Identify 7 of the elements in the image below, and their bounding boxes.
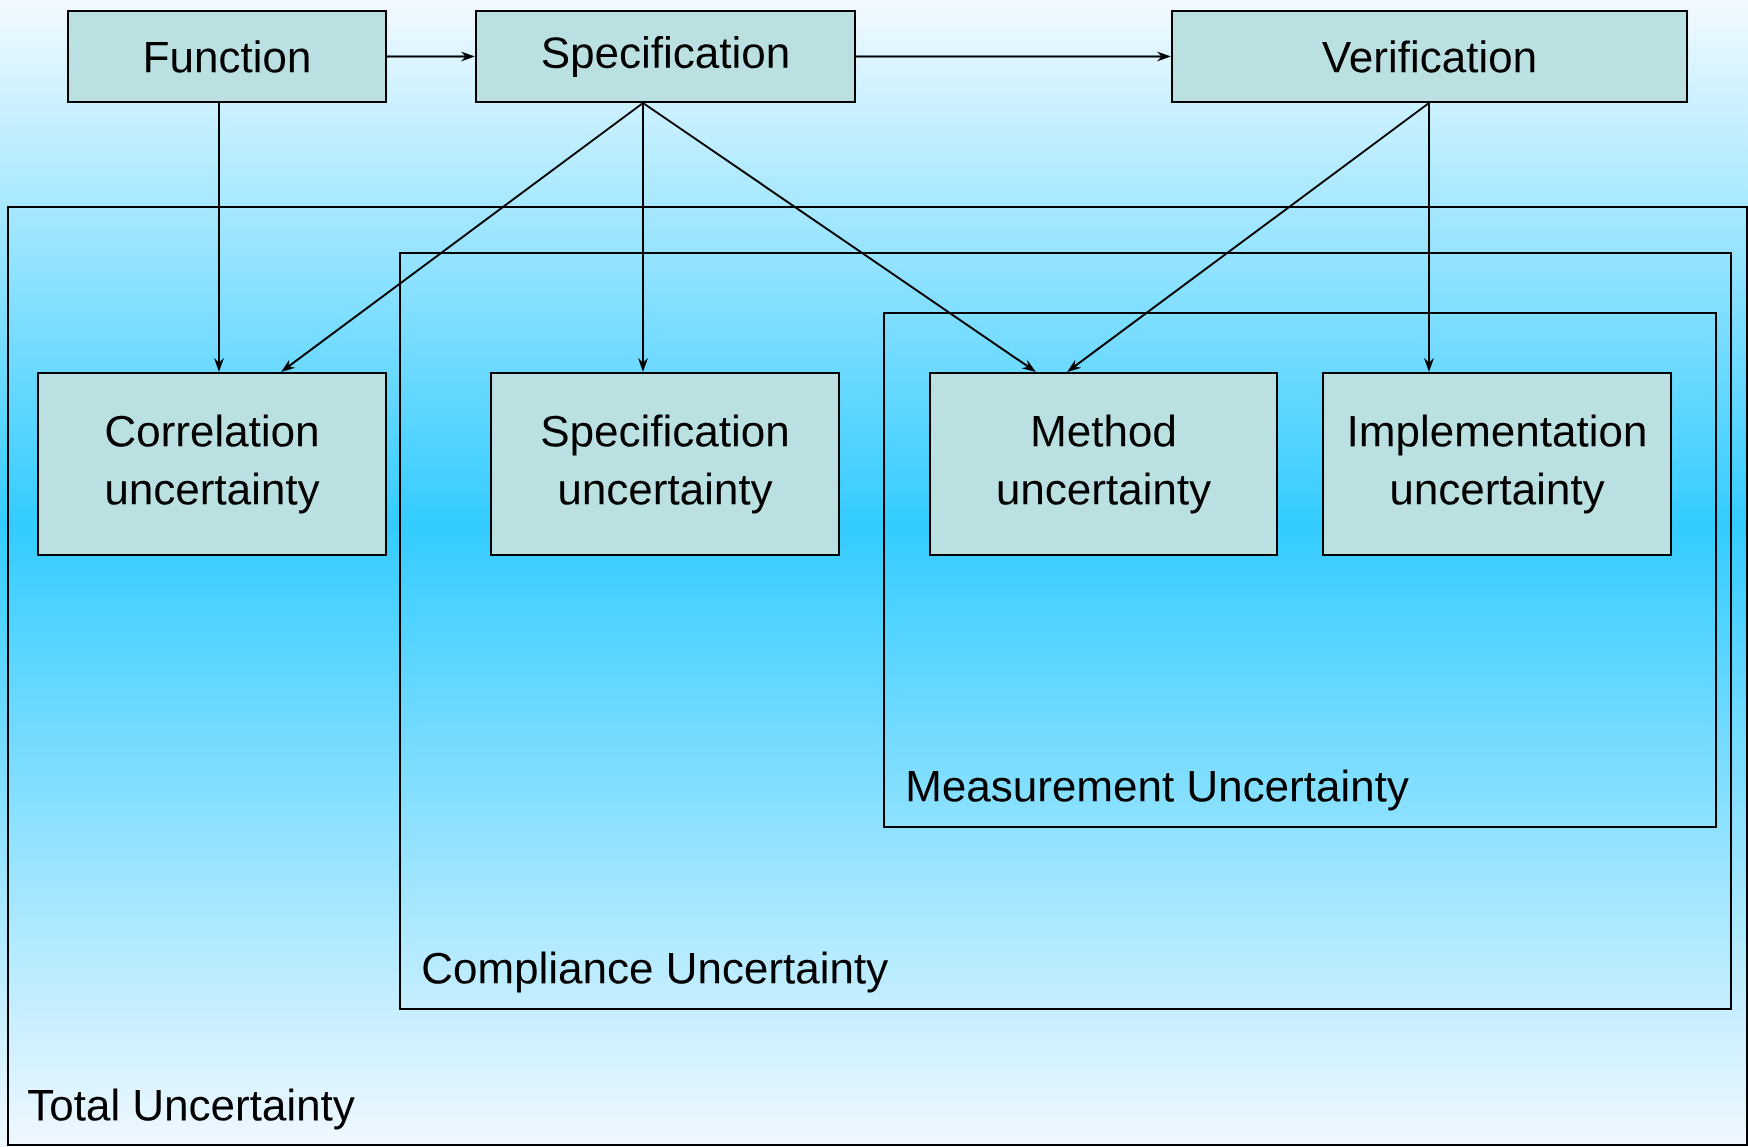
- process-box: Specification uncertainty: [490, 372, 840, 556]
- process-box: Verification: [1171, 10, 1688, 103]
- process-box: Implementation uncertainty: [1322, 372, 1672, 556]
- process-box: Correlation uncertainty: [37, 372, 387, 556]
- process-box: Specification: [475, 10, 856, 103]
- process-box: Method uncertainty: [929, 372, 1278, 556]
- process-box: Function: [67, 10, 387, 103]
